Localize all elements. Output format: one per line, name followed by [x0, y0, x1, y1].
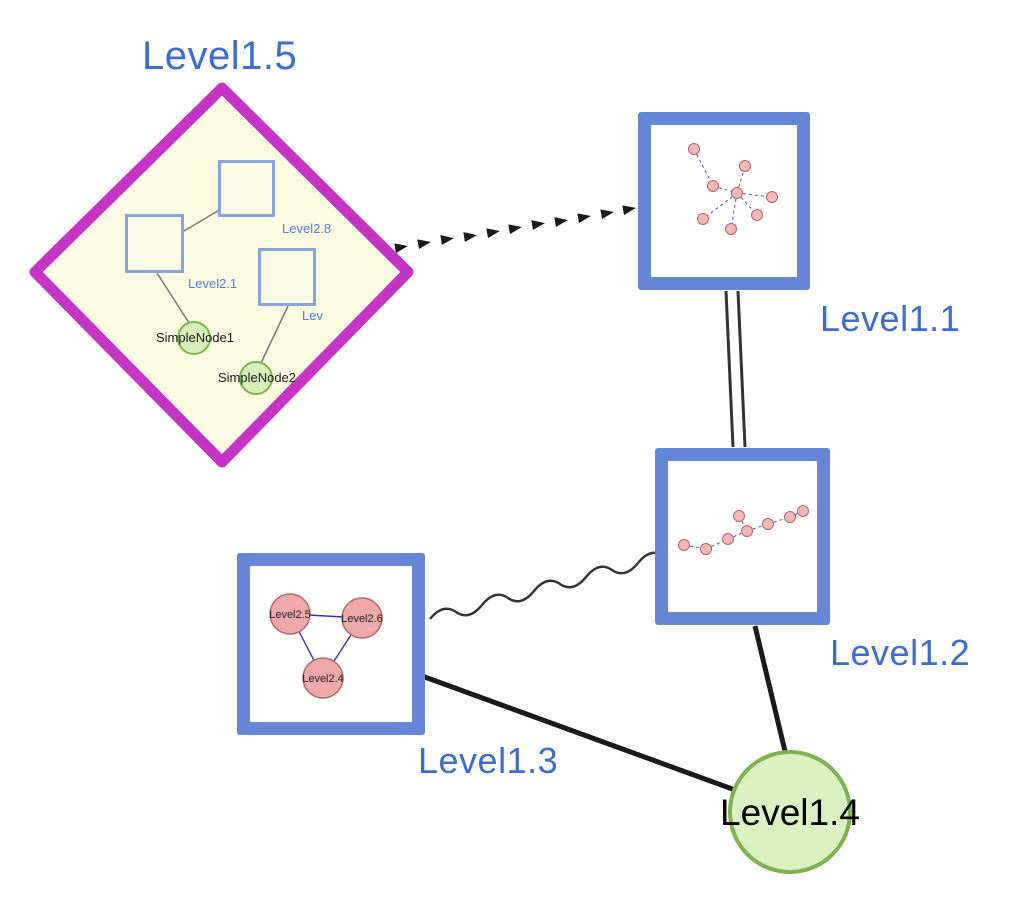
mini-node[interactable]: [741, 525, 753, 537]
mini-node[interactable]: [766, 191, 778, 203]
mini-edge[interactable]: [702, 192, 738, 220]
node-level1-3[interactable]: Level2.5 Level2.6 Level2.4: [237, 553, 425, 735]
mini-edge[interactable]: [693, 148, 714, 187]
mini-node[interactable]: [751, 209, 763, 221]
node-level1-5-diamond[interactable]: [29, 82, 414, 468]
level1-5-label: Level1.5: [142, 34, 298, 78]
level2-6-label: Level2.6: [341, 613, 383, 625]
node-level2-4[interactable]: [302, 657, 344, 699]
node-level2-x[interactable]: [258, 248, 316, 306]
mini-node[interactable]: [707, 180, 719, 192]
node-level2-5[interactable]: [269, 593, 311, 635]
mini-node[interactable]: [678, 539, 690, 551]
level1-3-minigraph: Level2.5 Level2.6 Level2.4: [269, 593, 383, 699]
level1-1-minigraph: [688, 143, 778, 235]
level2-1-label: Level2.1: [188, 276, 238, 291]
edge-level1-1-level1-2-double-b[interactable]: [736, 290, 747, 448]
edge-level1-3-level1-4[interactable]: [421, 673, 769, 805]
mini-edge[interactable]: [736, 165, 746, 194]
simplenode2-label: SimpleNode2: [217, 370, 297, 385]
mini-edge[interactable]: [730, 192, 738, 230]
level1-2-minigraph: [678, 505, 809, 555]
level2-x-label: Lev: [302, 308, 323, 323]
edge-level1-3-level1-2-wavy[interactable]: [429, 551, 665, 620]
node-simplenode2[interactable]: [239, 361, 273, 395]
mini-node[interactable]: [700, 543, 712, 555]
mini-node[interactable]: [722, 533, 734, 545]
level2-4-label: Level2.4: [302, 673, 344, 685]
mini-node[interactable]: [731, 187, 743, 199]
edge-level2-1-simplenode1[interactable]: [156, 272, 190, 324]
mini-node[interactable]: [784, 511, 796, 523]
node-level1-1[interactable]: [638, 112, 810, 290]
edge-level2-1-level2-8[interactable]: [183, 208, 222, 232]
mini-node[interactable]: [762, 518, 774, 530]
mini-node[interactable]: [697, 213, 709, 225]
edge-level2-x-simplenode2[interactable]: [260, 305, 289, 364]
node-simplenode1[interactable]: [177, 321, 211, 355]
simplenode1-label: SimpleNode1: [155, 330, 235, 345]
mini-node[interactable]: [733, 510, 745, 522]
edge-level1-2-level1-4[interactable]: [752, 625, 793, 773]
mini-node[interactable]: [725, 223, 737, 235]
level1-1-label: Level1.1: [820, 298, 961, 339]
level2-5-label: Level2.5: [269, 609, 311, 621]
mini-node[interactable]: [688, 143, 700, 155]
mini-node[interactable]: [797, 505, 809, 517]
node-level1-4[interactable]: [728, 750, 852, 874]
level1-4-label: Level1.4: [720, 792, 860, 833]
mini-node[interactable]: [739, 160, 751, 172]
edge-level1-1-level1-2-double-a[interactable]: [724, 290, 735, 448]
level1-3-label: Level1.3: [418, 740, 559, 781]
node-level1-2[interactable]: [655, 448, 830, 625]
edge-level1-5-level1-1-dashed-arrow[interactable]: [394, 205, 636, 254]
node-level2-1[interactable]: [125, 214, 184, 273]
level1-2-label: Level1.2: [830, 632, 971, 673]
node-level2-6[interactable]: [341, 597, 383, 639]
node-level2-8[interactable]: [218, 160, 275, 217]
level2-8-label: Level2.8: [282, 221, 332, 236]
